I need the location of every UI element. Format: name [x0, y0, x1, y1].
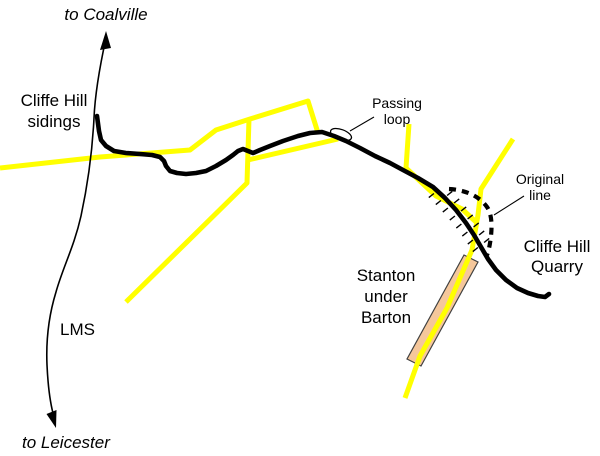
railway-line	[94, 113, 552, 300]
label-line: Cliffe Hill	[523, 237, 591, 256]
callout-passing-loop	[349, 116, 375, 132]
label-line: loop	[383, 111, 411, 127]
label-line: Passing	[372, 95, 422, 111]
lms-railway-line	[45, 37, 107, 418]
incline-hatching	[428, 190, 490, 253]
label-cliffe-hill-quarry: Cliffe Hill Quarry	[507, 237, 600, 277]
road-to-loop	[247, 136, 339, 163]
road-main-west	[0, 98, 321, 171]
road-through-village	[402, 137, 516, 399]
label-line: Cliffe Hill	[20, 91, 88, 110]
label-passing-loop: Passing loop	[351, 95, 443, 127]
label-to-leicester: to Leicester	[22, 433, 110, 452]
label-original-line: Original line	[496, 171, 584, 203]
callout-original-line	[493, 195, 525, 216]
label-stanton-under-barton: Stanton under Barton	[336, 265, 436, 328]
label-line: Quarry	[531, 257, 583, 276]
arrowhead-north	[100, 31, 111, 50]
label-line: Barton	[360, 308, 412, 327]
road-south-west	[124, 118, 252, 304]
label-line: sidings	[27, 112, 81, 131]
original-line-dashed	[448, 186, 494, 256]
label-lms: LMS	[60, 320, 95, 339]
label-cliffe-hill-sidings: Cliffe Hill sidings	[4, 90, 104, 132]
road-north-quarry	[403, 123, 478, 224]
label-line: Original	[515, 171, 565, 187]
label-line: under	[364, 287, 408, 306]
arrowhead-south	[46, 410, 57, 428]
label-line: line	[529, 187, 551, 203]
label-line: Stanton	[356, 266, 416, 285]
label-to-coalville: to Coalville	[64, 5, 148, 24]
